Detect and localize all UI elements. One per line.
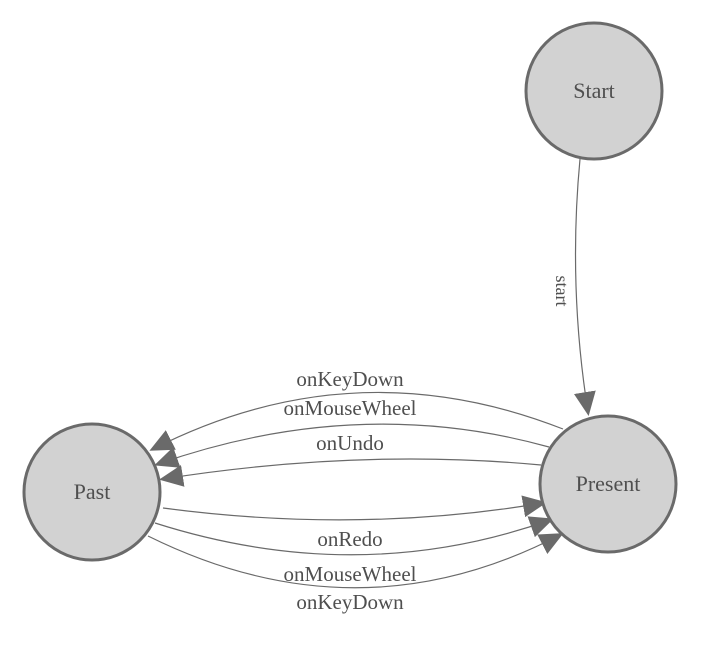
node-start[interactable]: Start bbox=[524, 21, 664, 161]
node-present[interactable]: Present bbox=[538, 414, 678, 554]
node-past-label: Past bbox=[74, 479, 111, 504]
node-present-circle[interactable] bbox=[538, 414, 678, 554]
edge-past-to-present-onkeydown: onKeyDown bbox=[147, 533, 564, 614]
edge-line-onkeydown-lower bbox=[147, 533, 564, 589]
edge-label-onmousewheel-lower: onMouseWheel bbox=[284, 562, 417, 586]
edge-line-onredo bbox=[162, 495, 547, 521]
edge-present-to-past-onkeydown: onKeyDown bbox=[149, 367, 564, 451]
edge-past-to-present-onredo: onRedo bbox=[162, 495, 547, 551]
edge-present-to-past-onmousewheel: onMouseWheel bbox=[154, 396, 550, 468]
edge-start-to-present: start bbox=[552, 158, 596, 416]
edge-present-to-past-onundo: onUndo bbox=[159, 431, 542, 487]
edge-label-onredo: onRedo bbox=[317, 527, 382, 551]
edge-label-start: start bbox=[552, 276, 572, 307]
node-past-circle[interactable] bbox=[22, 422, 162, 562]
edge-label-onkeydown-upper: onKeyDown bbox=[296, 367, 404, 391]
edge-line-start bbox=[574, 158, 596, 416]
edge-line-onkeydown-upper bbox=[149, 391, 564, 451]
edge-line-onundo bbox=[159, 458, 542, 487]
edge-line-onmousewheel-lower bbox=[154, 516, 554, 556]
edge-label-onkeydown-lower: onKeyDown bbox=[296, 590, 404, 614]
edge-past-to-present-onmousewheel: onMouseWheel bbox=[154, 516, 554, 586]
edge-label-onmousewheel-upper: onMouseWheel bbox=[284, 396, 417, 420]
edge-line-onmousewheel-upper bbox=[154, 423, 550, 468]
node-start-label: Start bbox=[573, 78, 615, 103]
node-past[interactable]: Past bbox=[22, 422, 162, 562]
edge-label-onundo: onUndo bbox=[316, 431, 384, 455]
node-start-circle[interactable] bbox=[524, 21, 664, 161]
node-present-label: Present bbox=[576, 471, 641, 496]
